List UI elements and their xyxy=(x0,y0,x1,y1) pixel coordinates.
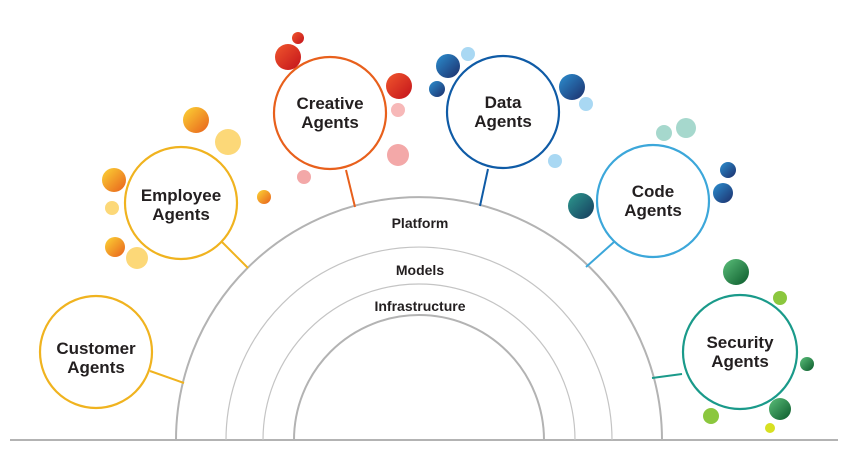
employee-agents-circle xyxy=(123,145,239,261)
customer-agents-line1: Customer xyxy=(56,339,136,358)
employee-bubbles xyxy=(102,107,271,269)
creative-connector xyxy=(345,169,356,208)
bubble xyxy=(275,44,301,70)
bubble xyxy=(723,259,749,285)
bubble xyxy=(461,47,475,61)
bubble xyxy=(292,32,304,44)
employee-connector xyxy=(220,240,249,269)
code-agents-line2: Agents xyxy=(624,201,682,220)
data-agents-line1: Data xyxy=(485,93,522,112)
infrastructure-arc xyxy=(293,314,545,441)
bubble xyxy=(126,247,148,269)
bubble xyxy=(391,103,405,117)
code-bubbles xyxy=(568,118,736,219)
creative-agents-line2: Agents xyxy=(301,113,359,132)
bubble xyxy=(579,97,593,111)
data-agents-line2: Agents xyxy=(474,112,532,131)
employee-agents-line1: Employee xyxy=(141,186,221,205)
employee-agents-line2: Agents xyxy=(152,205,210,224)
bubble xyxy=(720,162,736,178)
security-agents-circle xyxy=(681,293,799,411)
code-agents-line1: Code xyxy=(632,182,675,201)
bubble xyxy=(800,357,814,371)
bubble xyxy=(773,291,787,305)
bubble xyxy=(713,183,733,203)
bubble xyxy=(436,54,460,78)
bubble xyxy=(548,154,562,168)
customer-agents-line2: Agents xyxy=(67,358,125,377)
bubble xyxy=(183,107,209,133)
data-bubbles xyxy=(429,47,593,168)
customer-connector xyxy=(149,370,185,384)
bubble xyxy=(105,201,119,215)
data-connector xyxy=(479,168,489,207)
security-connector xyxy=(651,373,683,379)
bubble xyxy=(676,118,696,138)
creative-bubbles xyxy=(275,32,412,184)
security-agents-line2: Agents xyxy=(711,352,769,371)
platform-arc xyxy=(175,196,663,441)
bubble xyxy=(387,144,409,166)
data-agents-circle xyxy=(445,54,561,170)
bubble xyxy=(386,73,412,99)
bubble xyxy=(703,408,719,424)
bubble xyxy=(656,125,672,141)
bubble xyxy=(257,190,271,204)
security-bubbles xyxy=(703,259,814,433)
bubble xyxy=(429,81,445,97)
platform-label: Platform xyxy=(392,215,449,231)
bubble xyxy=(559,74,585,100)
infrastructure-label: Infrastructure xyxy=(374,298,465,314)
bubble xyxy=(568,193,594,219)
bubble xyxy=(297,170,311,184)
creative-agents-circle xyxy=(272,55,388,171)
models-label: Models xyxy=(396,262,444,278)
bubble xyxy=(769,398,791,420)
creative-agents-line1: Creative xyxy=(296,94,363,113)
bubble xyxy=(102,168,126,192)
code-connector xyxy=(585,241,615,268)
models-arc xyxy=(225,246,613,441)
bubble xyxy=(215,129,241,155)
mid-arc xyxy=(262,283,576,441)
customer-agents-circle xyxy=(38,294,154,410)
code-agents-circle xyxy=(595,143,711,259)
bubble xyxy=(105,237,125,257)
security-agents-line1: Security xyxy=(706,333,774,352)
bubble xyxy=(765,423,775,433)
